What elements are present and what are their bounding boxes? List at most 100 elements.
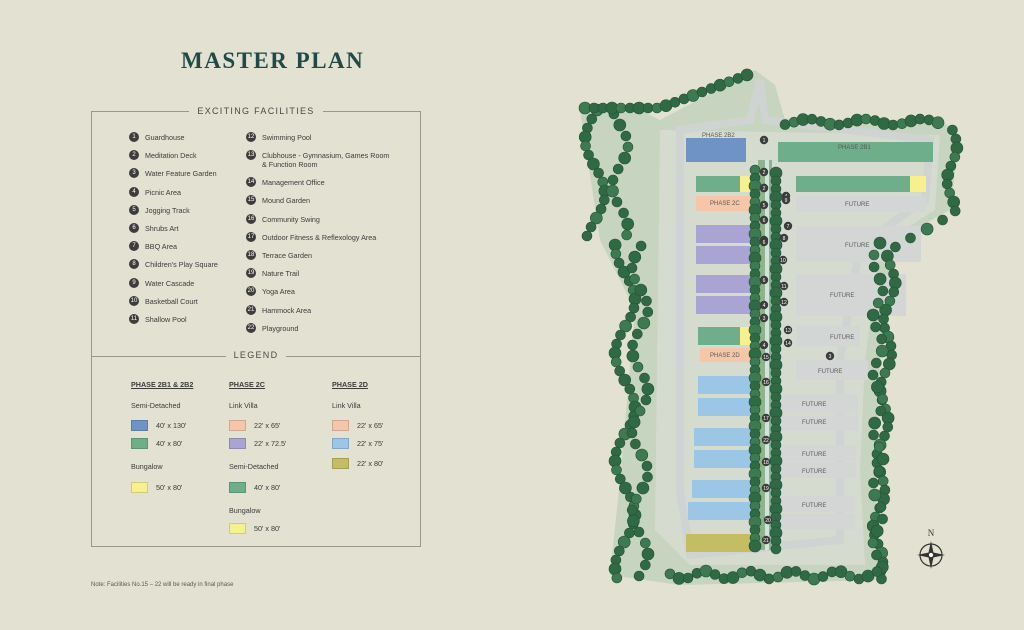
legend-swatch-row: 22' x 65' <box>332 420 383 431</box>
phase-2d-label: PHASE 2D <box>710 353 740 359</box>
facility-marker-number: 15 <box>763 355 769 361</box>
facility-marker-number: 3 <box>829 354 832 360</box>
tree <box>617 535 631 549</box>
tree <box>723 76 735 88</box>
tree <box>871 549 882 561</box>
facility-marker-number: 9 <box>785 198 788 204</box>
tree <box>873 465 885 477</box>
tree <box>866 308 880 322</box>
plot-link-villa <box>688 502 754 520</box>
future-label: FUTURE <box>802 402 826 408</box>
legend-semi-detached-label: Semi-Detached <box>229 462 279 471</box>
future-label: FUTURE <box>818 369 842 375</box>
tree <box>867 537 879 549</box>
tree <box>868 261 880 273</box>
tree <box>941 178 953 190</box>
tree <box>875 501 887 513</box>
facility-markers: 1234567891061112431314415316172218192021… <box>759 135 835 545</box>
tree <box>861 569 875 583</box>
facility-marker-number: 6 <box>763 218 766 224</box>
tree <box>669 96 681 108</box>
plot-link-villa <box>694 450 754 468</box>
tree <box>937 214 948 226</box>
plot-phase-2b2 <box>686 138 746 162</box>
tree <box>628 302 640 314</box>
facility-label: Yoga Area <box>262 287 295 297</box>
facility-marker <box>779 281 789 291</box>
tree <box>635 240 647 252</box>
tree <box>726 571 740 584</box>
site-plan-svg: PHASE 2B2 PHASE 2B1 PHASE 2C PHASE 2D FU… <box>578 68 964 586</box>
legend-swatch-row: 40' x 80' <box>131 438 182 449</box>
tree <box>615 102 627 114</box>
tree <box>628 250 642 264</box>
facility-marker-number: 3 <box>763 316 766 322</box>
future-label: FUTURE <box>830 293 854 299</box>
tree <box>613 118 627 132</box>
tree <box>610 248 622 260</box>
tree <box>709 569 721 580</box>
tree <box>888 286 900 298</box>
facility-label: Children's Play Square <box>145 260 218 270</box>
facility-label: Nature Trail <box>262 269 300 279</box>
tree <box>630 438 641 450</box>
tree <box>618 207 629 219</box>
facility-number-badge: 8 <box>129 259 139 270</box>
plot-link-villa <box>686 534 754 552</box>
facility-marker <box>783 325 793 335</box>
tree <box>618 373 631 387</box>
tree <box>634 405 646 417</box>
facility-marker-number: 5 <box>763 203 766 209</box>
tree <box>641 460 653 472</box>
tree <box>736 567 748 579</box>
facility-marker-number: 21 <box>763 538 769 544</box>
tree <box>626 349 640 363</box>
facility-label: Jogging Track <box>145 205 190 215</box>
tree <box>770 543 782 555</box>
facility-number-badge: 18 <box>246 250 256 260</box>
tree <box>614 365 625 377</box>
north-compass-icon: N <box>917 528 945 569</box>
plot-semi-detached <box>696 176 740 192</box>
tree <box>879 367 891 379</box>
facility-marker-number: 12 <box>781 300 787 306</box>
plot-future <box>778 496 854 512</box>
tree <box>920 222 934 236</box>
tree <box>868 488 882 502</box>
tree <box>585 221 597 233</box>
facility-label: Shallow Pool <box>145 315 187 324</box>
facility-label: Community Swing <box>262 214 320 224</box>
tree <box>624 383 636 395</box>
tree <box>642 102 654 114</box>
tree <box>931 116 945 130</box>
facility-marker <box>759 167 769 177</box>
tree <box>607 174 619 186</box>
tree <box>868 429 879 441</box>
plot-semi-detached <box>698 327 740 345</box>
tree <box>640 537 651 549</box>
tree <box>949 205 961 217</box>
compass-north-label: N <box>928 528 935 538</box>
tree <box>588 102 600 114</box>
phase-2b2-label: PHASE 2B2 <box>702 133 735 139</box>
plot-future <box>796 196 926 212</box>
facility-label: Swimming Pool <box>262 133 312 142</box>
tree <box>914 113 926 125</box>
tree <box>870 524 884 538</box>
facilities-heading: EXCITING FACILITIES <box>92 106 420 116</box>
facility-number-badge: 17 <box>246 231 256 242</box>
future-label: FUTURE <box>845 202 869 208</box>
tree <box>632 328 643 340</box>
legend-swatch-row: 40' x 130' <box>131 420 186 431</box>
facility-marker-number: 2 <box>763 186 766 192</box>
tree <box>817 571 829 582</box>
facility-marker-number: 20 <box>765 518 771 524</box>
facility-marker <box>759 275 769 285</box>
facility-marker <box>779 233 789 243</box>
legend-swatch-row: 40' x 80' <box>229 482 280 493</box>
